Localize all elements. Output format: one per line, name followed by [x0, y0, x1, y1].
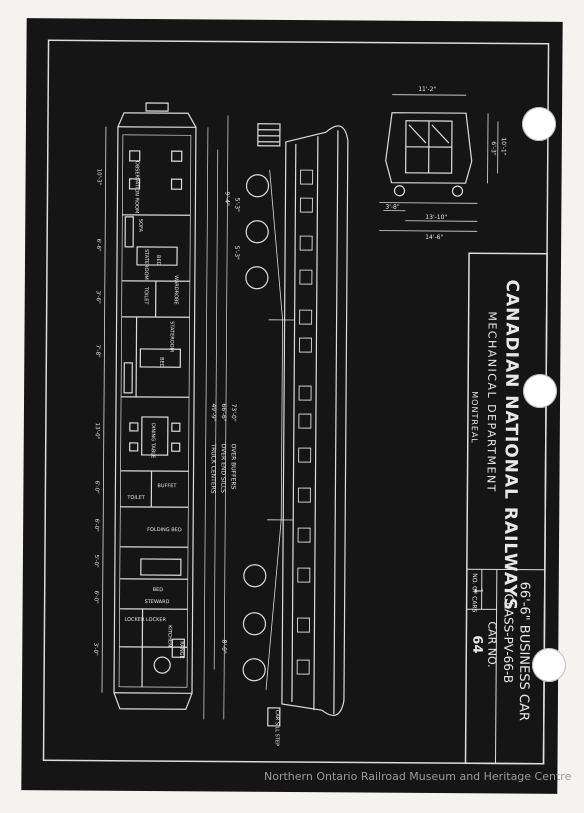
no-of-cars: 1 — [472, 587, 485, 594]
label-stateroom-1: STATEROOM — [143, 249, 149, 280]
label-bed-2: BED — [158, 357, 164, 368]
dim-over-end-sills: 66'-6" — [220, 403, 227, 421]
station-dim: 13'-0" — [94, 423, 100, 440]
dim-end-height-a: 6'-3" — [490, 141, 497, 155]
plan-station-dimensions: 10'-3" 6'-6" 3'-6" 7'-8" 13'-0" 6'-0" 6'… — [92, 126, 107, 693]
label-kitchen: KITCHEN — [166, 625, 172, 647]
car-number: 64 — [469, 635, 484, 653]
dim-end-overhang: 8'-0" — [220, 640, 227, 654]
no-of-cars-label: NO. OF CARS — [471, 573, 478, 612]
label-bed-1: BED — [155, 255, 161, 266]
label-folding-bed: FOLDING BED — [147, 527, 182, 533]
station-dim: 5'-0" — [93, 555, 99, 568]
station-dim: 6'-0" — [93, 481, 99, 494]
title-block-frame — [464, 252, 548, 765]
station-dim: 6'-6" — [95, 239, 101, 252]
label-toilet-2: TOILET — [126, 495, 145, 501]
dim-end-width-1: 3'-8" — [385, 204, 399, 211]
binder-hole-bottom — [532, 648, 566, 682]
overall-dimensions: 49'-9" 66'-6" 73'-0" TRUCK CENTERS OVER … — [203, 115, 240, 720]
railway-name: CANADIAN NATIONAL RAILWAYS — [500, 279, 522, 611]
car-title: 66'-6" BUSINESS CAR — [516, 582, 532, 721]
end-elevation — [379, 94, 499, 232]
station-dim: 6'-0" — [93, 519, 99, 532]
label-range: RANGE — [178, 641, 184, 659]
side-windows — [296, 169, 314, 675]
label-bed-3: BED — [153, 587, 164, 593]
blueprint-sheet: CANADIAN NATIONAL RAILWAYS MECHANICAL DE… — [21, 18, 563, 794]
station-dim: 7'-8" — [94, 345, 100, 358]
station-dim: 3'-0" — [92, 643, 98, 656]
label-toilet-1: TOILET — [143, 286, 149, 305]
side-elevation — [242, 123, 349, 727]
dim-end-width-2: 13'-10" — [425, 214, 447, 221]
binder-hole-top — [522, 107, 556, 141]
dim-end-width-top: 11'-2" — [418, 86, 436, 93]
car-class: CLASS-PV-66-B — [501, 593, 516, 683]
car-number-label: CAR NO. — [485, 621, 498, 667]
label-truck-centers: TRUCK CENTERS — [209, 442, 216, 493]
station-dim: 6'-0" — [93, 591, 99, 604]
museum-watermark: Northern Ontario Railroad Museum and Her… — [264, 770, 572, 783]
label-stateroom-2: STATEROOM — [168, 321, 174, 352]
dim-wheelbase-c: 5'-3" — [233, 246, 240, 260]
label-dining-table: DINING TABLE — [150, 423, 156, 458]
label-car-sill-step: CAR SILL STEP — [274, 710, 280, 746]
floor-plan — [113, 102, 197, 710]
city-name: MONTREAL — [470, 391, 479, 444]
binder-hole-middle — [523, 374, 557, 408]
department-name: MECHANICAL DEPARTMENT — [484, 311, 498, 493]
blueprint-drawing: CANADIAN NATIONAL RAILWAYS MECHANICAL DE… — [42, 39, 550, 765]
label-steward: STEWARD — [145, 599, 170, 605]
label-buffet: BUFFET — [157, 483, 177, 489]
station-dim: 3'-6" — [95, 291, 101, 304]
label-observation-room: OBSERVATION ROOM — [133, 161, 139, 213]
label-lockers: LOCKER LOCKER — [124, 617, 166, 623]
dim-wheelbase-a: 9'-4" — [223, 192, 230, 206]
dim-end-width-3: 14'-6" — [425, 234, 443, 241]
dim-truck-centers: 49'-9" — [210, 403, 217, 421]
dim-wheelbase-b: 5'-3" — [233, 198, 240, 212]
label-over-end-sills: OVER END SILLS — [219, 443, 226, 493]
label-over-buffers: OVER BUFFERS — [229, 444, 236, 490]
station-dim: 10'-3" — [96, 169, 102, 186]
label-wardrobe: WARDROBE — [173, 275, 179, 304]
dim-over-buffers: 73'-0" — [230, 404, 237, 422]
dim-end-height-b: 10'-1" — [500, 137, 507, 155]
label-sofa: SOFA — [137, 219, 143, 233]
